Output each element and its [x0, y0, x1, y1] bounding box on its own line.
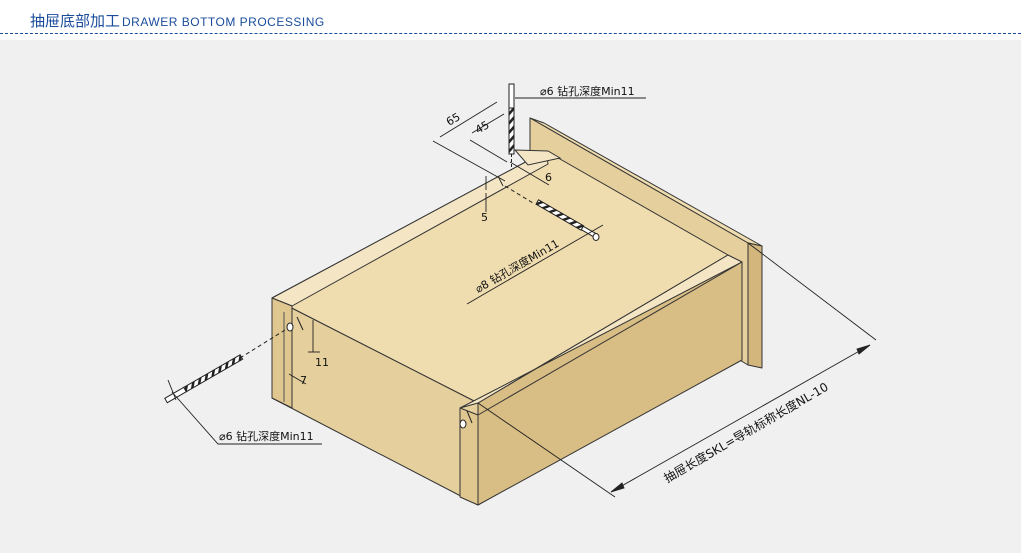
dimension-45: 45 — [473, 118, 492, 136]
dimension-6: 6 — [545, 171, 552, 184]
front-panel — [459, 254, 743, 506]
hole-left-mark — [296, 316, 304, 331]
title-english: DRAWER BOTTOM PROCESSING — [122, 15, 325, 29]
drill-bit-top-icon — [508, 83, 515, 170]
middle-drill-axis — [504, 185, 534, 204]
dimension-5: 5 — [481, 211, 488, 224]
label-drill-top: ⌀6 钻孔深度Min11 — [540, 84, 635, 98]
dimension-65: 65 — [444, 110, 463, 128]
hole-left — [286, 322, 294, 332]
rear-step — [513, 149, 562, 166]
label-length: 抽屉长度SKL=导轨标称长度NL-10 — [661, 379, 831, 486]
leader-left — [171, 391, 322, 445]
header-divider — [0, 33, 1021, 34]
left-side-panel — [271, 150, 549, 409]
hole-middle — [592, 233, 600, 241]
drill-bit-left-icon — [164, 354, 244, 404]
title-chinese: 抽屉底部加工 — [30, 12, 121, 30]
label-drill-left: ⌀6 钻孔深度Min11 — [219, 429, 314, 443]
hole-front-mark — [466, 410, 473, 424]
left-drill-axis — [239, 329, 286, 359]
dimension-lines-left — [288, 320, 320, 385]
hole-front — [459, 419, 467, 429]
dimension-lines-top — [432, 101, 550, 212]
length-dimension — [477, 242, 877, 498]
leader-middle — [466, 224, 604, 305]
dimension-7: 7 — [300, 374, 307, 387]
dimension-11: 11 — [315, 356, 329, 369]
leader-left-tick — [167, 379, 177, 401]
